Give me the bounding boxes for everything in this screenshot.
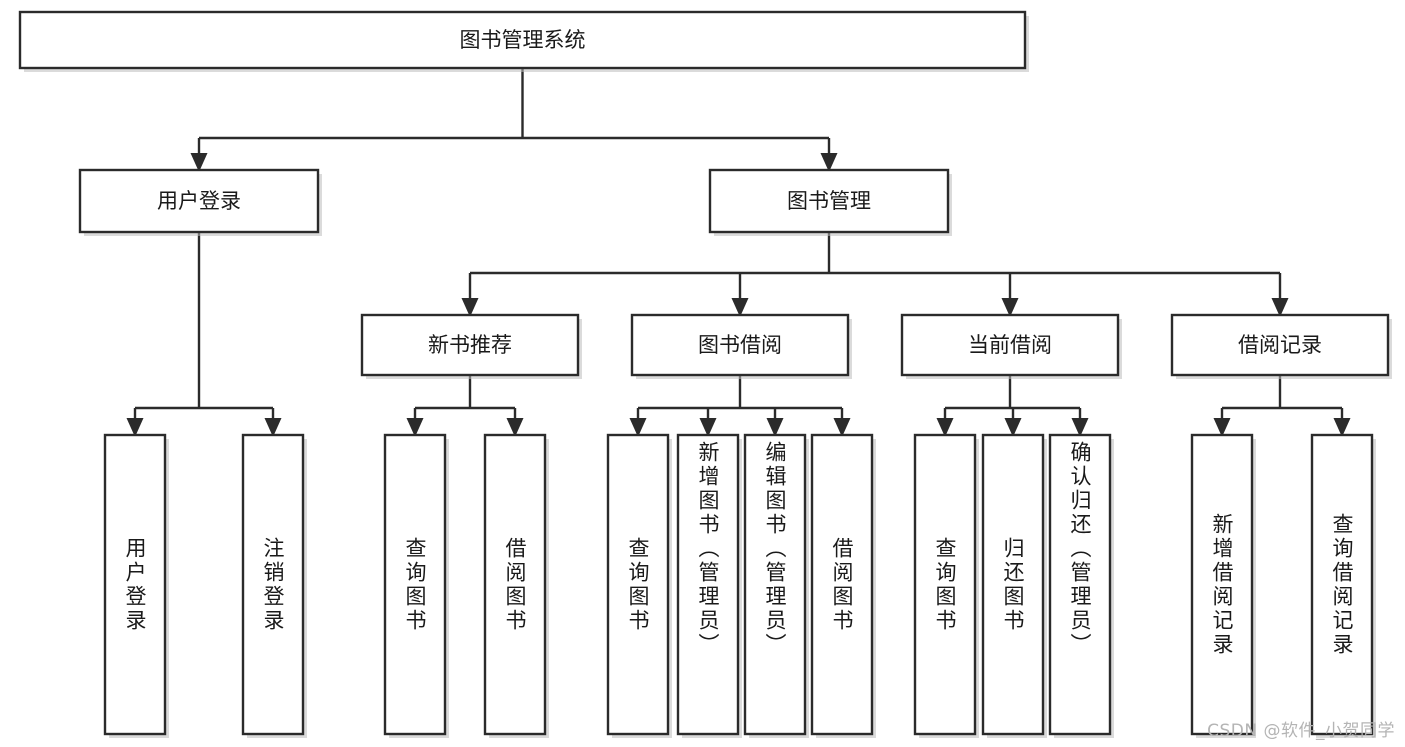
node-new-book-recommend[interactable]: 新书推荐 bbox=[360, 313, 582, 379]
borrow-record-label: 借阅记录 bbox=[1238, 333, 1322, 357]
node-leaf-query-book-2[interactable] bbox=[606, 433, 672, 738]
node-leaf-return-book[interactable] bbox=[981, 433, 1047, 738]
leaf-query-record-box bbox=[1310, 433, 1374, 736]
current-borrow-box bbox=[900, 313, 1120, 377]
node-leaf-user-logout[interactable] bbox=[241, 433, 307, 738]
node-leaf-borrow-book-2[interactable] bbox=[810, 433, 876, 738]
node-leaf-query-record[interactable] bbox=[1310, 433, 1376, 738]
node-leaf-borrow-book-1[interactable] bbox=[483, 433, 549, 738]
root-label: 图书管理系统 bbox=[460, 28, 586, 52]
node-borrow-record[interactable]: 借阅记录 bbox=[1170, 313, 1392, 379]
csdn-watermark: CSDN @软件_小贺同学 bbox=[1207, 721, 1395, 741]
book-borrow-box bbox=[630, 313, 850, 377]
node-book-borrow[interactable]: 图书借阅 bbox=[630, 313, 852, 379]
leaf-add-book-box bbox=[676, 433, 740, 736]
node-leaf-edit-book[interactable] bbox=[743, 433, 809, 738]
book-borrow-label: 图书借阅 bbox=[698, 333, 782, 357]
node-leaf-add-book[interactable] bbox=[676, 433, 742, 738]
leaf-borrow-book-1-box bbox=[483, 433, 547, 736]
new-book-recommend-label: 新书推荐 bbox=[428, 333, 512, 357]
node-leaf-user-login[interactable] bbox=[103, 433, 169, 738]
leaf-add-record-box bbox=[1190, 433, 1254, 736]
user-login-label: 用户登录 bbox=[157, 189, 241, 213]
node-leaf-confirm-return[interactable] bbox=[1048, 433, 1114, 738]
leaf-user-logout-box bbox=[241, 433, 305, 736]
leaf-user-login-box bbox=[103, 433, 167, 736]
leaf-return-book-box bbox=[981, 433, 1045, 736]
leaf-node-group bbox=[103, 433, 1376, 738]
book-manage-box bbox=[708, 168, 950, 234]
node-root[interactable]: 图书管理系统 bbox=[18, 10, 1029, 72]
leaf-borrow-book-2-box bbox=[810, 433, 874, 736]
node-leaf-query-book-3[interactable] bbox=[913, 433, 979, 738]
new-book-recommend-box bbox=[360, 313, 580, 377]
node-current-borrow[interactable]: 当前借阅 bbox=[900, 313, 1122, 379]
book-manage-label: 图书管理 bbox=[787, 189, 871, 213]
current-borrow-label: 当前借阅 bbox=[968, 333, 1052, 357]
node-user-login[interactable]: 用户登录 bbox=[78, 168, 322, 236]
leaf-edit-book-box bbox=[743, 433, 807, 736]
leaf-query-book-3-box bbox=[913, 433, 977, 736]
leaf-query-book-2-box bbox=[606, 433, 670, 736]
borrow-record-box bbox=[1170, 313, 1390, 377]
node-leaf-add-record[interactable] bbox=[1190, 433, 1256, 738]
root-box bbox=[18, 10, 1027, 70]
node-book-manage[interactable]: 图书管理 bbox=[708, 168, 952, 236]
node-leaf-query-book-1[interactable] bbox=[383, 433, 449, 738]
user-login-box bbox=[78, 168, 320, 234]
leaf-confirm-return-box bbox=[1048, 433, 1112, 736]
leaf-query-book-1-box bbox=[383, 433, 447, 736]
